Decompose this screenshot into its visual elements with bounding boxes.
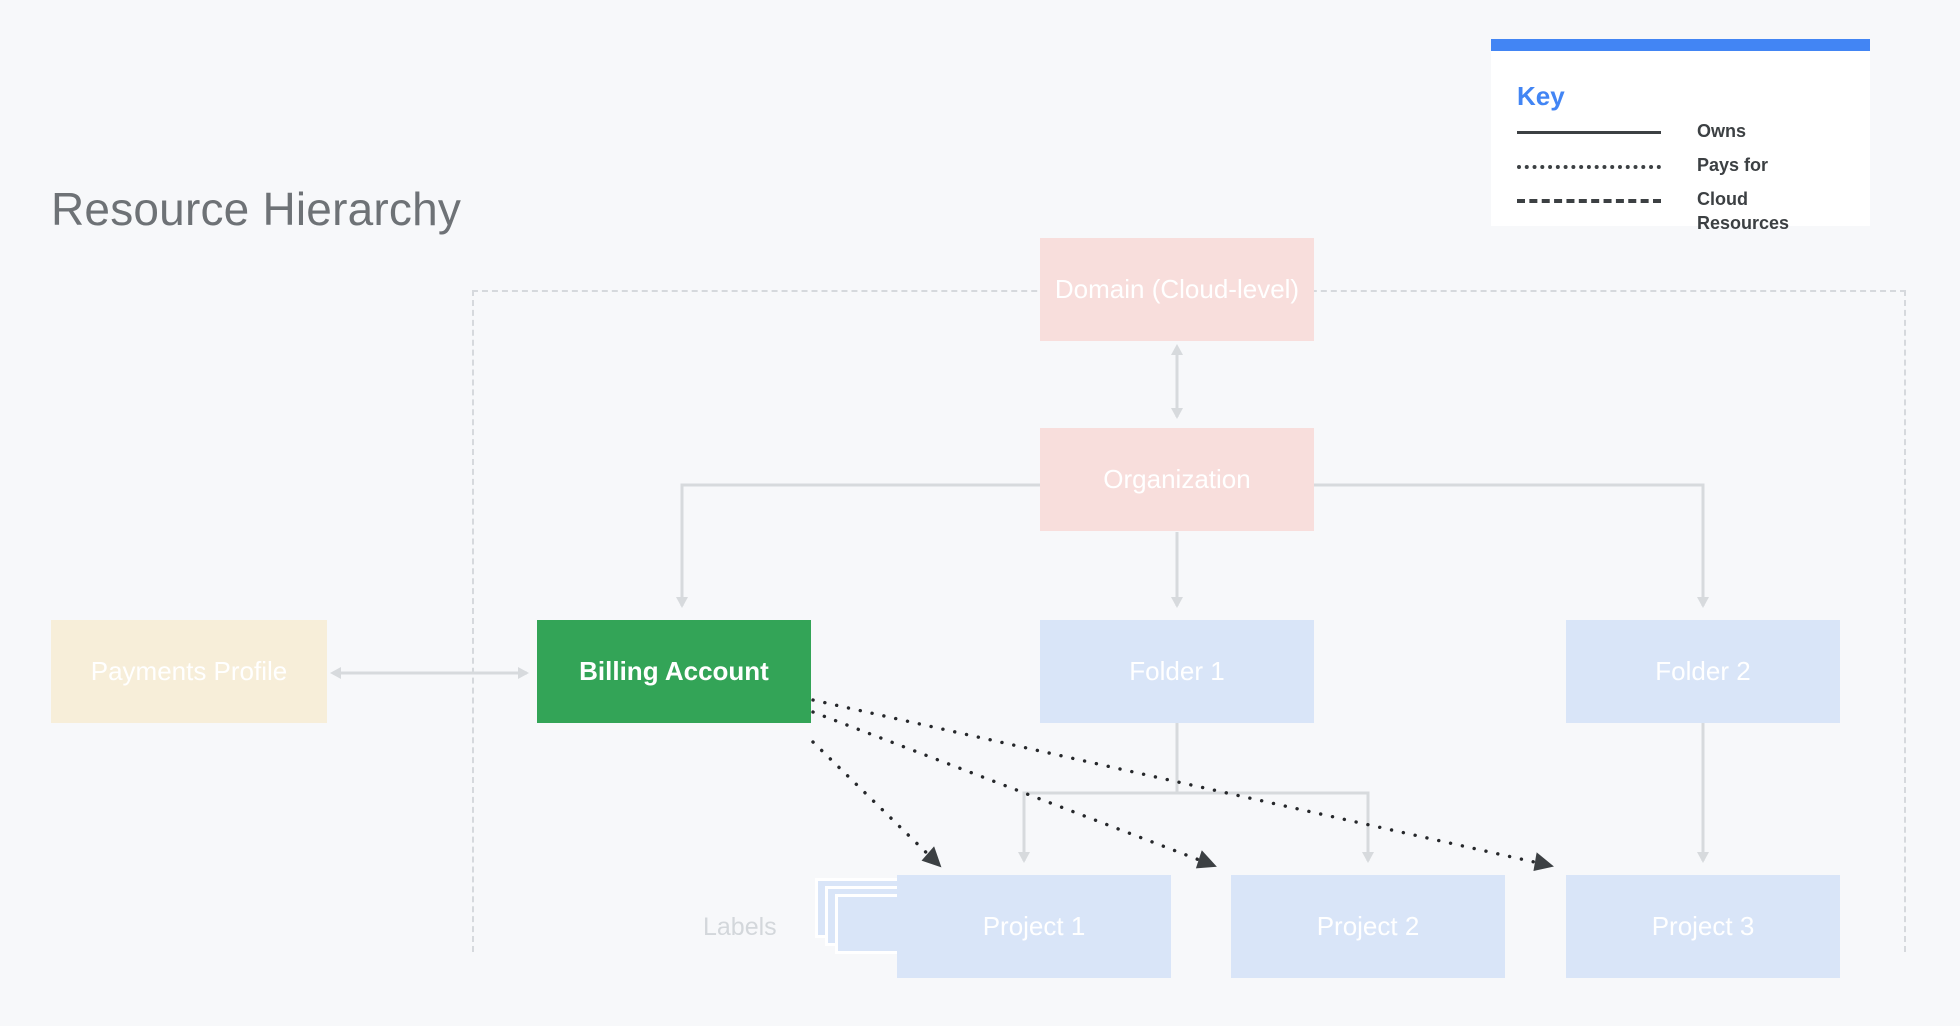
node-billing-account[interactable]: Billing Account (537, 620, 811, 723)
key-row-cloud-resources: Cloud Resources (1517, 187, 1847, 233)
node-project-1[interactable]: Project 1 (897, 875, 1171, 978)
node-payments-profile[interactable]: Payments Profile (51, 620, 327, 723)
key-row-pays-for: Pays for (1517, 153, 1847, 187)
labels-caption: Labels (703, 913, 777, 941)
node-project-2[interactable]: Project 2 (1231, 875, 1505, 978)
node-organization[interactable]: Organization (1040, 428, 1314, 531)
key-label-pays-for: Pays for (1697, 155, 1769, 175)
dashed-line-icon (1517, 199, 1661, 203)
node-project-3[interactable]: Project 3 (1566, 875, 1840, 978)
node-folder-1[interactable]: Folder 1 (1040, 620, 1314, 723)
key-row-owns: Owns (1517, 119, 1847, 153)
key-title: Key (1517, 81, 1565, 111)
node-folder-2[interactable]: Folder 2 (1566, 620, 1840, 723)
key-label-owns: Owns (1697, 121, 1747, 141)
key-legend-card: Key Owns Pays for Cloud Resources (1491, 39, 1870, 233)
solid-line-icon (1517, 131, 1661, 134)
node-domain[interactable]: Domain (Cloud-level) (1040, 238, 1314, 341)
dotted-line-icon (1517, 165, 1661, 169)
key-accent-bar (1491, 39, 1870, 51)
key-rows: Owns Pays for Cloud Resources (1517, 119, 1847, 233)
key-label-cloud-resources: Cloud Resources (1697, 189, 1790, 233)
page-title: Resource Hierarchy (51, 183, 462, 235)
